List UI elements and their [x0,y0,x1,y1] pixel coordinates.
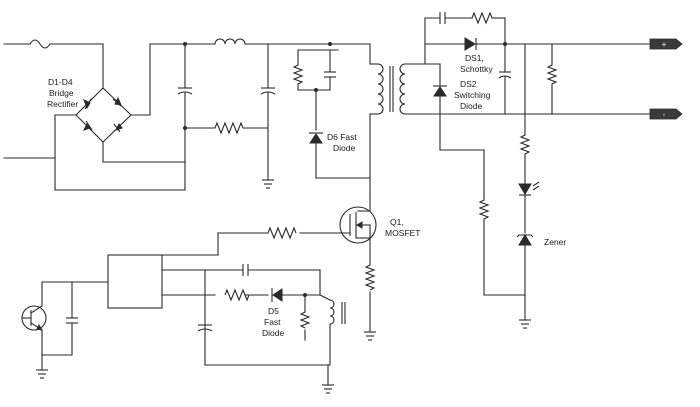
ds2-label-line-2: Switching [454,90,491,100]
d6-label-line-2: Diode [333,143,355,153]
output-terminal-plus: + [649,38,683,50]
d6-label-line-1: D6 Fast [327,132,357,142]
d5-diode-symbol [272,288,283,302]
ds2-label-line-3: Diode [460,101,482,111]
bridge-label-line-3: Rectifier [47,99,78,109]
d6-snubber [292,42,371,179]
startup-transistor [21,281,78,379]
source-resistor [364,264,376,341]
controller-ic [107,254,163,309]
input-filter [177,38,331,189]
output-terminal-minus: - [649,108,683,120]
bridge-rectifier [75,87,132,143]
d5-label-line-1: D5 [268,306,279,316]
transformer [369,43,441,196]
bridge-label-line-2: Bridge [49,88,74,98]
bridge-label-line-1: D1-D4 [48,77,73,87]
q1-label-line-1: Q1, [390,217,404,227]
terminal-plus-label: + [662,40,667,49]
d5-label-line-3: Diode [262,328,284,338]
ds1-label-line-1: DS1, [465,53,484,63]
ac-input-section [3,39,216,191]
secondary-output [424,11,651,329]
fuse-symbol [29,39,51,49]
q1-label-line-2: MOSFET [385,228,420,238]
filter-resistor [214,121,244,135]
ds1-label-line-2: Schottky [460,64,493,74]
ds2-diode-symbol [433,86,447,97]
ds2-label-line-1: DS2 [460,79,477,89]
ds1-diode-symbol [464,37,476,51]
led-symbol [518,183,532,195]
d5-aux-supply [197,264,346,394]
terminal-minus-label: - [663,110,666,119]
zener-diode-symbol [518,234,532,246]
gate-resistor [267,226,297,240]
d5-label-line-2: Fast [264,317,281,327]
d6-diode-symbol [309,133,323,144]
zener-label: Zener [544,237,566,247]
filter-inductor [214,38,246,45]
q1-mosfet [299,194,377,266]
